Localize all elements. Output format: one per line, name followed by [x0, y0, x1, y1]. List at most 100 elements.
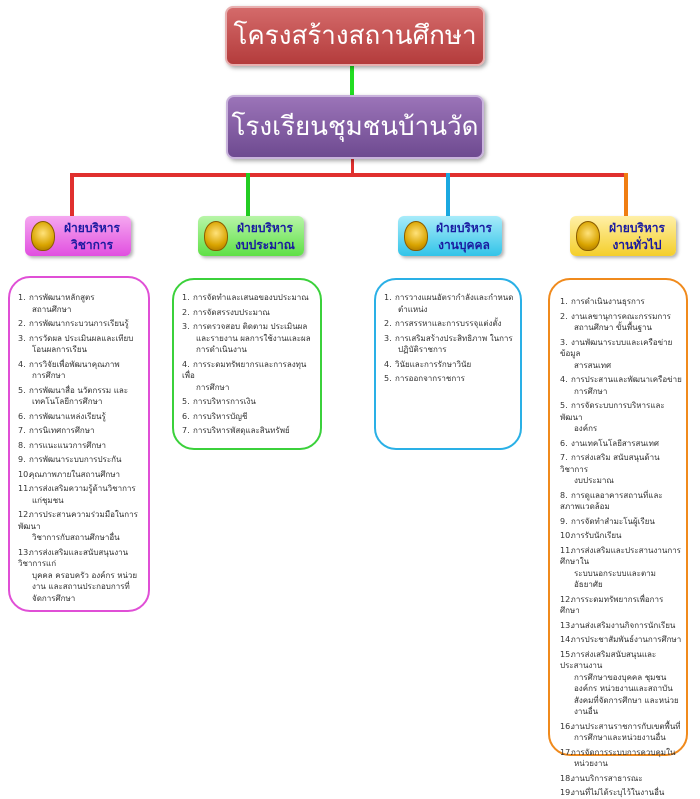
task-number: 5. — [560, 401, 568, 410]
school-connector — [351, 157, 354, 175]
task-text: การพัฒนาแหล่งเรียนรู้ — [29, 411, 106, 421]
task-number: 6. — [18, 411, 26, 421]
task-item: 16.งานประสานราชการกับเขตพื้นที่การศึกษาแ… — [560, 721, 682, 744]
task-text: การวางแผนอัตรากำลังและกำหนด — [395, 293, 514, 302]
task-item: 4.การวิจัยเพื่อพัฒนาคุณภาพการศึกษา — [18, 359, 142, 382]
task-item: 3.การวัดผล ประเมินผลและเทียบโอนผลการเรีย… — [18, 333, 142, 356]
task-text-continued: ปฏิบัติราชการ — [398, 345, 447, 354]
task-number: 3. — [560, 337, 568, 347]
task-number: 6. — [560, 438, 568, 448]
task-item: 19.งานที่ไม่ได้ระบุไว้ในงานอื่น — [560, 787, 682, 799]
task-text: วินัยและการรักษาวินัย — [395, 359, 472, 369]
dept-header-general: ฝ่ายบริหาร งานทั่วไป — [570, 216, 676, 256]
task-item: 5.การบริหารการเงิน — [182, 396, 314, 408]
dept-header-budget: ฝ่ายบริหาร งบประมาณ — [198, 216, 304, 256]
task-item: 12.การระดมทรัพยากรเพื่อการศึกษา — [560, 594, 682, 617]
task-text: งานบริการสาธารณะ — [571, 773, 643, 783]
emblem-icon — [404, 221, 428, 251]
task-text-continued: สารสนเทศ — [574, 360, 612, 370]
structure-title: โครงสร้างสถานศึกษา — [225, 6, 485, 66]
task-number: 12. — [560, 594, 573, 604]
task-item: 8.การแนะแนวการศึกษา — [18, 440, 142, 452]
task-text-continued: ตำแหน่ง — [398, 304, 428, 314]
task-item: 5.การพัฒนาสื่อ นวัตกรรม และเทคโนโลยีการศ… — [18, 385, 142, 408]
dept-header-line2: งานทั่วไป — [612, 238, 662, 252]
task-number: 18. — [560, 773, 573, 783]
task-number: 8. — [560, 490, 568, 500]
task-item: 10.การรับนักเรียน — [560, 530, 682, 542]
task-text: การส่งเสริมและสนับสนุนงานวิชาการแก่ — [18, 547, 129, 569]
emblem-icon — [204, 221, 228, 251]
branch-bar — [70, 173, 628, 177]
task-number: 2. — [182, 307, 190, 317]
task-text-continued: การศึกษาของบุคคล ชุมชน องค์กร หน่วยงานแล… — [574, 672, 679, 717]
task-text-continued: สถานศึกษา — [32, 304, 72, 314]
task-text: การจัดการระบบการควบคุมใน — [571, 747, 676, 757]
task-text: การระดมทรัพยากรและการลงทุนเพื่อ — [182, 359, 307, 381]
task-number: 4. — [182, 359, 190, 369]
title-connector — [350, 64, 354, 95]
dept-header-academic: ฝ่ายบริหาร วิชาการ — [25, 216, 131, 256]
task-text-continued: บุคคล ครอบครัว องค์กร หน่วยงาน และสถานปร… — [32, 570, 138, 603]
task-text-continued: แก่ชุมชน — [32, 495, 64, 505]
task-text: การวัดผล ประเมินผลและเทียบ — [29, 333, 134, 343]
task-text: การดำเนินงานธุรการ — [571, 297, 645, 306]
task-number: 16. — [560, 721, 573, 731]
task-item: 1.การดำเนินงานธุรการ — [560, 296, 682, 308]
task-item: 1.การพัฒนาหลักสูตรสถานศึกษา — [18, 292, 142, 315]
task-text-continued: สถานศึกษา ขั้นพื้นฐาน — [574, 323, 652, 332]
task-text: การส่งเสริมและประสานงานการศึกษาใน — [560, 545, 681, 567]
task-text: งานที่ไม่ได้ระบุไว้ในงานอื่น — [571, 788, 665, 797]
task-item: 3.การตรวจสอบ ติดตาม ประเมินผลและรายงาน ผ… — [182, 321, 314, 356]
task-text: การจัดทำสำมะโนผู้เรียน — [571, 516, 655, 526]
task-item: 7.การบริหารพัสดุและสินทรัพย์ — [182, 425, 314, 437]
task-text: คุณภาพภายในสถานศึกษา — [29, 469, 121, 479]
emblem-icon — [31, 221, 55, 251]
task-item: 5.การออกจากราชการ — [384, 373, 514, 385]
task-item: 1.การจัดทำและเสนอของบประมาณ — [182, 292, 314, 304]
task-number: 3. — [182, 322, 190, 331]
task-text: งานส่งเสริมงานกิจการนักเรียน — [571, 620, 676, 630]
task-item: 2.งานเลขานุการคณะกรรมการสถานศึกษา ขั้นพื… — [560, 311, 682, 334]
task-number: 5. — [182, 397, 190, 406]
emblem-icon — [576, 221, 600, 251]
task-text: การส่งเสริมความรู้ด้านวิชาการ — [29, 484, 136, 493]
task-text: การพัฒนาสื่อ นวัตกรรม และ — [29, 385, 129, 395]
task-text: การตรวจสอบ ติดตาม ประเมินผล — [193, 322, 308, 331]
task-item: 3.การเสริมสร้างประสิทธิภาพ ในการปฏิบัติร… — [384, 333, 514, 356]
task-number: 7. — [560, 453, 568, 462]
task-number: 5. — [384, 374, 392, 383]
task-text-continued: การศึกษาและหน่วยงานอื่น — [574, 733, 666, 742]
task-item: 7.การนิเทศการศึกษา — [18, 425, 142, 437]
branch-drop-personnel — [446, 173, 450, 216]
task-item: 3.งานพัฒนาระบบและเครือข่ายข้อมูลสารสนเทศ — [560, 337, 682, 372]
task-text-continued: ระบบนอกระบบและตามอัธยาศัย — [574, 568, 656, 590]
task-item: 18.งานบริการสาธารณะ — [560, 773, 682, 785]
task-number: 11. — [560, 545, 573, 555]
task-item: 7.การส่งเสริม สนับสนุนด้านวิชาการงบประมา… — [560, 452, 682, 487]
task-number: 2. — [560, 311, 568, 321]
task-number: 9. — [560, 516, 568, 526]
task-text-continued: และรายงาน ผลการใช้งานและผลการดำเนินงาน — [196, 333, 311, 355]
task-text: งานเทคโนโลยีสารสนเทศ — [571, 438, 659, 448]
task-item: 10.คุณภาพภายในสถานศึกษา — [18, 469, 142, 481]
task-text: การจัดระบบการบริหารและพัฒนา — [560, 401, 665, 422]
dept-header-line2: งานบุคคล — [438, 238, 490, 252]
task-number: 4. — [560, 375, 568, 384]
task-number: 2. — [384, 319, 392, 328]
branch-drop-academic — [70, 173, 74, 216]
task-number: 13. — [560, 620, 573, 630]
task-number: 7. — [18, 426, 26, 435]
task-item: 8.การดูแลอาคารสถานที่และสภาพแวดล้อม — [560, 490, 682, 513]
task-text: การส่งเสริมสนับสนุนและประสานงาน — [560, 649, 657, 671]
task-number: 13. — [18, 547, 31, 557]
task-text: การบริหารบัญชี — [193, 411, 248, 421]
task-text: การนิเทศการศึกษา — [29, 426, 95, 435]
task-number: 10. — [560, 531, 573, 540]
task-text: การพัฒนาหลักสูตร — [29, 293, 95, 302]
task-item: 13.การส่งเสริมและสนับสนุนงานวิชาการแก่บุ… — [18, 547, 142, 605]
